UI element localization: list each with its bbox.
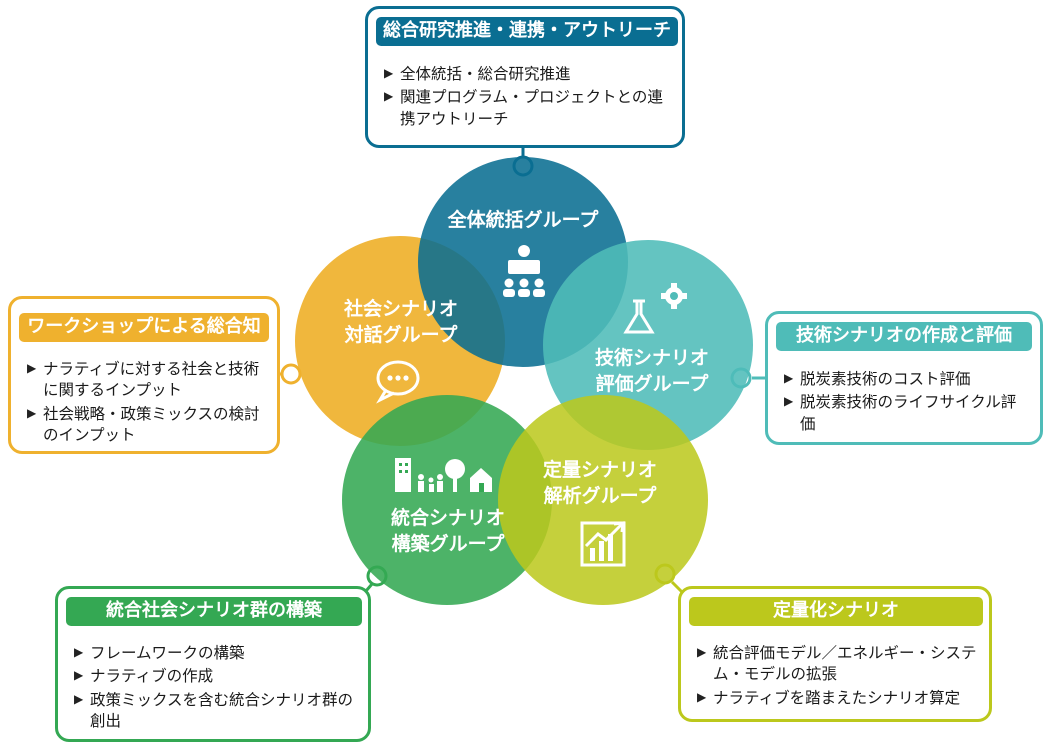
- presenter-icon: [503, 245, 545, 297]
- speech-bubble-icon: [376, 360, 420, 404]
- group-label-integrated: 統合シナリオ 構築グループ: [390, 507, 505, 555]
- box-items: フレームワークの構築 ナラティブの作成 政策ミックスを含む統合シナリオ群の創出: [74, 643, 359, 735]
- box-items: ナラティブに対する社会と技術に関するインプット 社会戦略・政策ミックスの検討のイ…: [27, 359, 267, 449]
- list-item: ナラティブの作成: [74, 666, 359, 687]
- list-item: 統合評価モデル／エネルギー・システム・モデルの拡張: [697, 643, 982, 686]
- list-item: 関連プログラム・プロジェクトとの連携アウトリーチ: [384, 87, 669, 130]
- list-item: 全体統括・総合研究推進: [384, 64, 669, 85]
- group-label-quantitative: 定量シナリオ 解析グループ: [542, 459, 657, 507]
- list-item: 社会戦略・政策ミックスの検討のインプット: [27, 404, 267, 447]
- box-title: ワークショップによる総合知: [19, 313, 269, 342]
- gear-icon: [661, 283, 687, 309]
- list-item: ナラティブに対する社会と技術に関するインプット: [27, 359, 267, 402]
- group-label-overall: 全体統括グループ: [447, 209, 599, 231]
- box-title: 技術シナリオの作成と評価: [776, 322, 1032, 351]
- box-items: 統合評価モデル／エネルギー・システム・モデルの拡張 ナラティブを踏まえたシナリオ…: [697, 643, 982, 711]
- list-item: 政策ミックスを含む統合シナリオ群の創出: [74, 690, 359, 733]
- connector-left: [280, 363, 302, 385]
- city-people-icon: [395, 458, 492, 492]
- box-research-promotion: 総合研究推進・連携・アウトリーチ 全体統括・総合研究推進 関連プログラム・プロジ…: [365, 6, 685, 148]
- box-title: 統合社会シナリオ群の構築: [66, 597, 362, 626]
- growth-chart-icon: [580, 521, 626, 567]
- group-label-social: 社会シナリオ 対話グループ: [343, 298, 458, 346]
- list-item: ナラティブを踏まえたシナリオ算定: [697, 688, 982, 709]
- group-label-technology: 技術シナリオ 評価グループ: [594, 347, 709, 395]
- circle-quantitative: [498, 395, 708, 605]
- list-item: フレームワークの構築: [74, 643, 359, 664]
- flask-icon: [623, 299, 655, 334]
- box-workshop: ワークショップによる総合知 ナラティブに対する社会と技術に関するインプット 社会…: [8, 296, 280, 454]
- box-title: 総合研究推進・連携・アウトリーチ: [376, 17, 678, 46]
- box-items: 全体統括・総合研究推進 関連プログラム・プロジェクトとの連携アウトリーチ: [384, 64, 669, 132]
- list-item: 脱炭素技術のコスト評価: [784, 369, 1029, 390]
- box-quantified-scenario: 定量化シナリオ 統合評価モデル／エネルギー・システム・モデルの拡張 ナラティブを…: [678, 586, 992, 722]
- list-item: 脱炭素技術のライフサイクル評価: [784, 392, 1029, 435]
- box-title: 定量化シナリオ: [689, 597, 983, 626]
- box-items: 脱炭素技術のコスト評価 脱炭素技術のライフサイクル評価: [784, 369, 1029, 437]
- box-integrated-social-scenario: 統合社会シナリオ群の構築 フレームワークの構築 ナラティブの作成 政策ミックスを…: [55, 586, 371, 742]
- circle-integrated: [342, 395, 552, 605]
- box-technology-scenario: 技術シナリオの作成と評価 脱炭素技術のコスト評価 脱炭素技術のライフサイクル評価: [765, 311, 1043, 445]
